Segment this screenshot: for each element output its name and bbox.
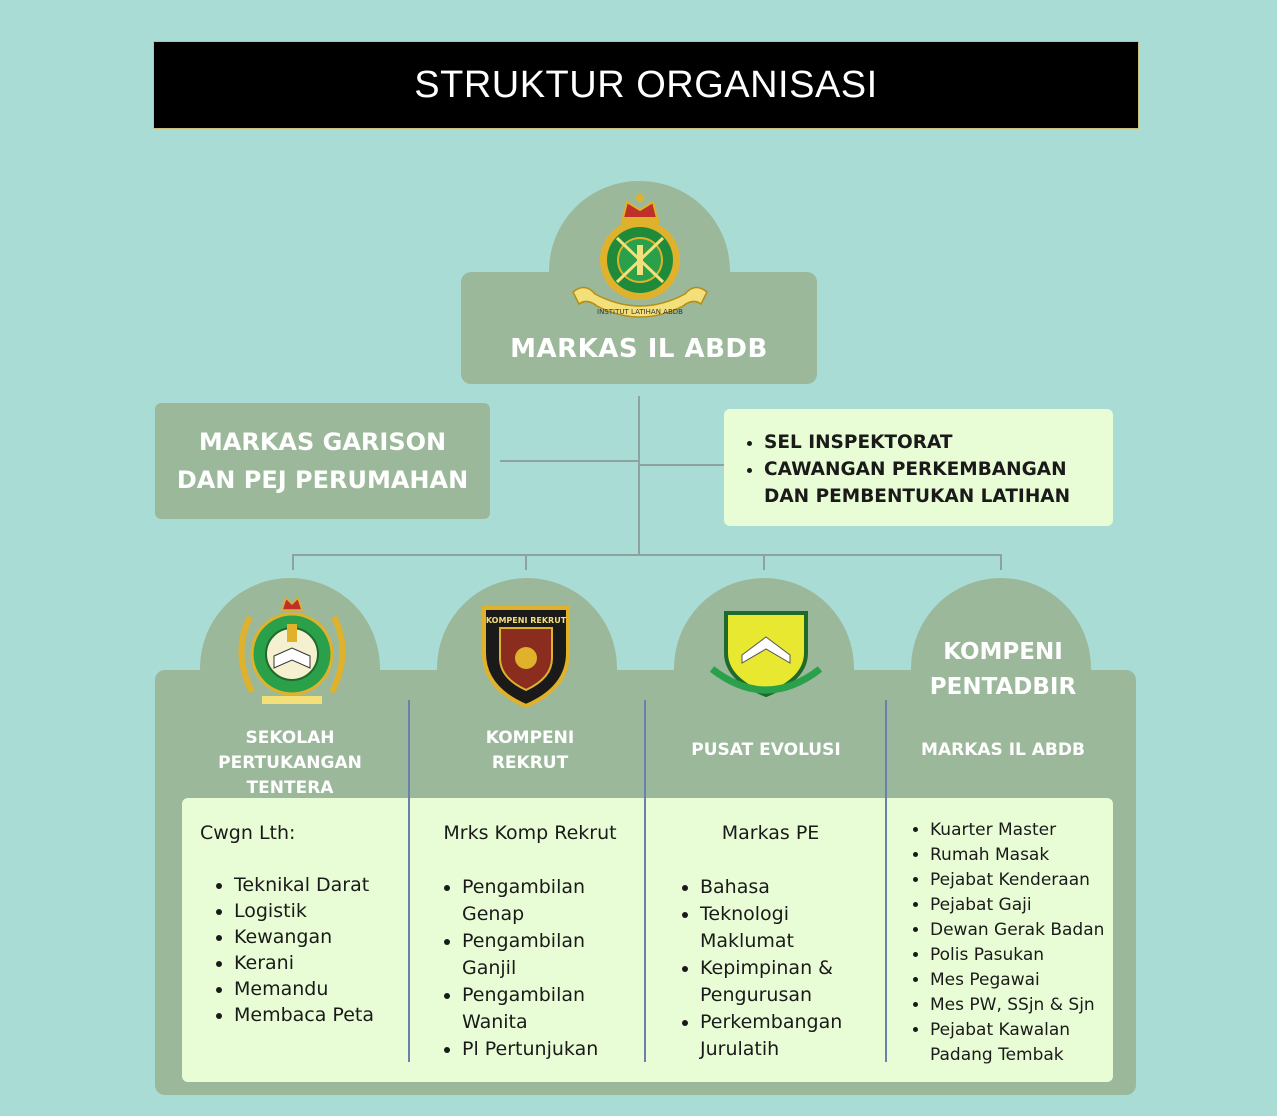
list-item: Pengambilan Genap [462, 874, 630, 928]
list-item: Pejabat Kenderaan [930, 868, 1108, 893]
ilabdb-crest-icon: INSTITUT LATIHAN ABDB [572, 194, 708, 318]
column-evolusi-list: Markas PE Bahasa Teknologi Maklumat Kepi… [668, 820, 873, 1063]
connector-drop-4 [1000, 554, 1002, 570]
column-markas-list: Kuarter Master Rumah Masak Pejabat Kende… [908, 818, 1108, 1068]
column-header: Mrks Komp Rekrut [443, 822, 617, 844]
staff-unit-item: CAWANGAN PERKEMBANGAN DAN PEMBENTUKAN LA… [764, 456, 1103, 510]
column-title-evolusi: PUSAT EVOLUSI [691, 740, 841, 760]
garison-box: MARKAS GARISON DAN PEJ PERUMAHAN [155, 403, 490, 519]
list-item: Memandu [234, 976, 400, 1002]
list-item: Pejabat Kawalan Padang Tembak [930, 1018, 1108, 1068]
sekolah-crest-icon [238, 596, 346, 704]
list-item: Kepimpinan & Pengurusan [700, 955, 873, 1009]
column-divider [408, 700, 410, 1062]
list-item: Teknologi Maklumat [700, 901, 873, 955]
list-item: Logistik [234, 898, 400, 924]
list-item: Pengambilan Ganjil [462, 928, 630, 982]
title-bar: STRUKTUR ORGANISASI [153, 41, 1139, 129]
svg-text:INSTITUT LATIHAN ABDB: INSTITUT LATIHAN ABDB [597, 308, 683, 316]
list-item: Teknikal Darat [234, 872, 400, 898]
list-item: Pengambilan Wanita [462, 982, 630, 1036]
column-divider [885, 700, 887, 1062]
kompeni-pentadbir-label: KOMPENI PENTADBIR [929, 639, 1077, 700]
connector-garison [500, 460, 639, 462]
page-title: STRUKTUR ORGANISASI [414, 63, 878, 106]
connector-trunk [638, 396, 640, 556]
connector-drop-2 [525, 554, 527, 570]
column-title-sekolah: SEKOLAH PERTUKANGAN TENTERA [218, 728, 362, 798]
staff-unit-item: SEL INSPEKTORAT [764, 429, 1103, 456]
column-divider [644, 700, 646, 1062]
arch-pentadbir [911, 578, 1091, 718]
list-item: Kerani [234, 950, 400, 976]
connector-sel [639, 464, 724, 466]
list-item: Pl Pertunjukan [462, 1036, 630, 1063]
list-item: Mes Pegawai [930, 968, 1108, 993]
units-list-panel [182, 798, 1113, 1082]
column-title-rekrut: KOMPENI REKRUT [485, 728, 575, 773]
list-item: Bahasa [700, 874, 873, 901]
list-item: Pejabat Gaji [930, 893, 1108, 918]
list-item: Membaca Peta [234, 1002, 400, 1028]
column-header: Cwgn Lth: [200, 822, 296, 844]
garison-label: MARKAS GARISON DAN PEJ PERUMAHAN [176, 428, 469, 494]
list-item: Perkembangan Jurulatih [700, 1009, 873, 1063]
list-item: Dewan Gerak Badan [930, 918, 1108, 943]
list-item: Kewangan [234, 924, 400, 950]
column-title-markas: MARKAS IL ABDB [921, 740, 1085, 760]
svg-text:KOMPENI REKRUT: KOMPENI REKRUT [486, 616, 567, 625]
list-item: Kuarter Master [930, 818, 1108, 843]
hq-label: MARKAS IL ABDB [510, 334, 768, 364]
list-item: Rumah Masak [930, 843, 1108, 868]
staff-units-box: SEL INSPEKTORAT CAWANGAN PERKEMBANGAN DA… [724, 409, 1113, 526]
rekrut-crest-icon: KOMPENI REKRUT [482, 606, 570, 708]
evolusi-crest-icon [709, 611, 823, 698]
column-rekrut-list: Mrks Komp Rekrut Pengambilan Genap Penga… [430, 820, 630, 1063]
connector-drop-3 [763, 554, 765, 570]
connector-horizontal [292, 554, 1002, 556]
list-item: Mes PW, SSjn & Sjn [930, 993, 1108, 1018]
list-item: Polis Pasukan [930, 943, 1108, 968]
column-sekolah-list: Cwgn Lth: Teknikal Darat Logistik Kewang… [200, 820, 400, 1028]
connector-drop-1 [292, 554, 294, 570]
column-header: Markas PE [721, 822, 820, 844]
